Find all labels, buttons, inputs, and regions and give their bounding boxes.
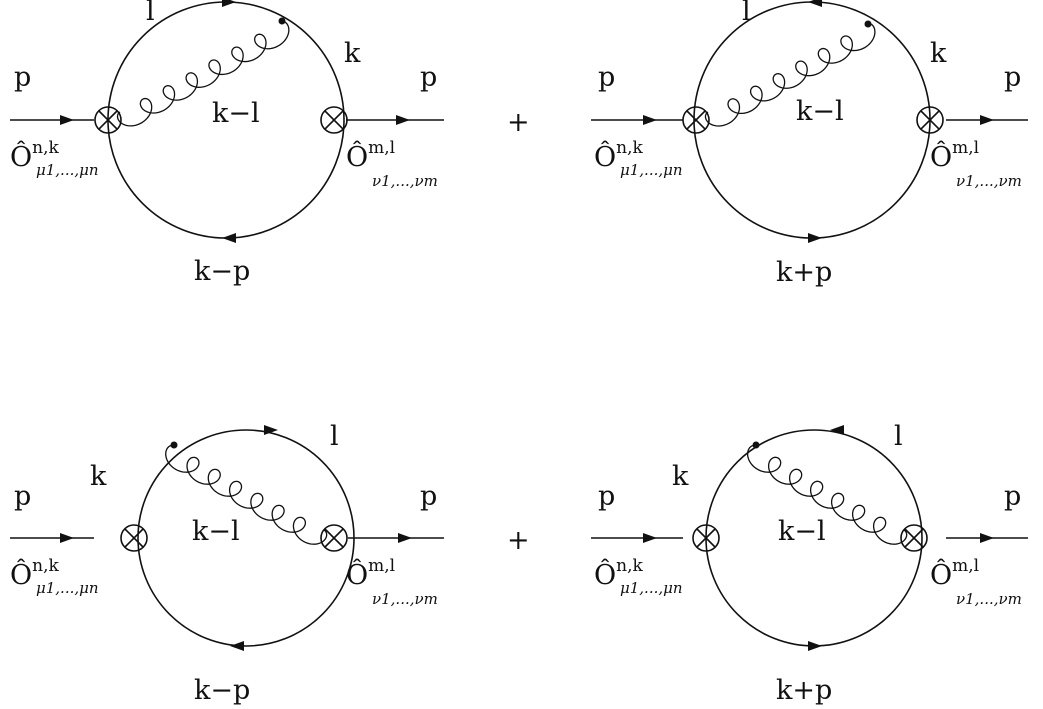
plus-sign-top: + bbox=[507, 107, 530, 138]
top-arrow bbox=[264, 425, 278, 435]
side-momentum-label: k bbox=[90, 461, 107, 492]
external-momentum-in: p bbox=[14, 481, 31, 512]
side-momentum-label: k bbox=[930, 38, 947, 69]
outgoing-arrow bbox=[980, 533, 994, 543]
operator-left-indices: μ1,...,μn bbox=[36, 161, 99, 179]
external-momentum-out: p bbox=[420, 481, 437, 512]
side-momentum-label: k bbox=[344, 38, 361, 69]
top-momentum-label: l bbox=[894, 421, 903, 452]
quark-gluon-vertex bbox=[864, 20, 872, 28]
operator-vertex-right bbox=[320, 106, 348, 134]
bottom-arrow bbox=[230, 641, 244, 651]
quark-gluon-vertex bbox=[170, 441, 178, 449]
incoming-arrow bbox=[643, 115, 657, 125]
bottom-arrow bbox=[808, 641, 822, 651]
diagram-4: p p l k k−l k+p Ôn,k μ1,...,μn Ôm,l ν1,.… bbox=[591, 421, 1028, 706]
outgoing-arrow bbox=[980, 115, 994, 125]
operator-vertex-right bbox=[900, 524, 928, 552]
side-momentum-label: k bbox=[672, 461, 689, 492]
diagram-1: p p l k k−l k−p Ôn,k μ1,...,μn Ôm,l ν1,.… bbox=[10, 0, 444, 287]
gluon-momentum-label: k−l bbox=[212, 98, 260, 129]
operator-left-indices: μ1,...,μn bbox=[36, 579, 99, 597]
bottom-arrow bbox=[222, 233, 236, 243]
incoming-arrow bbox=[60, 533, 74, 543]
diagram-3: p p l k k−l k−p Ôn,k μ1,...,μn Ôm,l ν1,.… bbox=[10, 421, 444, 706]
operator-vertex-left bbox=[120, 524, 148, 552]
external-momentum-in: p bbox=[598, 481, 615, 512]
external-momentum-in: p bbox=[598, 62, 615, 93]
top-arrow bbox=[808, 0, 822, 7]
operator-vertex-left bbox=[682, 106, 710, 134]
quark-gluon-vertex bbox=[278, 17, 286, 25]
operator-right-indices: ν1,...,νm bbox=[372, 590, 438, 608]
top-momentum-label: l bbox=[742, 0, 751, 27]
operator-label-right: Ôm,l bbox=[930, 138, 979, 173]
top-arrow bbox=[830, 425, 844, 435]
external-momentum-out: p bbox=[420, 62, 437, 93]
bottom-momentum-label: k−p bbox=[194, 256, 250, 287]
operator-label-left: Ôn,k bbox=[10, 556, 59, 591]
operator-vertex-right bbox=[916, 106, 944, 134]
diagram-2: p p l k k−l k+p Ôn,k μ1,...,μn Ôm,l ν1,.… bbox=[591, 0, 1028, 288]
top-momentum-label: l bbox=[146, 0, 155, 27]
operator-vertex-left bbox=[94, 106, 122, 134]
operator-label-right: Ôm,l bbox=[346, 138, 395, 173]
gluon-line bbox=[165, 444, 328, 545]
operator-left-indices: μ1,...,μn bbox=[620, 161, 683, 179]
external-momentum-out: p bbox=[1004, 481, 1021, 512]
bottom-momentum-label: k+p bbox=[776, 675, 832, 706]
bottom-momentum-label: k+p bbox=[776, 257, 832, 288]
gluon-momentum-label: k−l bbox=[192, 516, 240, 547]
operator-label-left: Ôn,k bbox=[594, 138, 643, 173]
operator-right-indices: ν1,...,νm bbox=[372, 172, 438, 190]
gluon-momentum-label: k−l bbox=[778, 516, 826, 547]
operator-vertex-left bbox=[692, 524, 720, 552]
operator-label-left: Ôn,k bbox=[594, 556, 643, 591]
incoming-arrow bbox=[643, 533, 657, 543]
external-momentum-out: p bbox=[1004, 62, 1021, 93]
gluon-line bbox=[116, 20, 290, 127]
gluon-line bbox=[746, 444, 908, 545]
external-momentum-in: p bbox=[14, 62, 31, 93]
outgoing-arrow bbox=[396, 115, 410, 125]
operator-right-indices: ν1,...,νm bbox=[956, 172, 1022, 190]
gluon-momentum-label: k−l bbox=[796, 96, 844, 127]
bottom-momentum-label: k−p bbox=[194, 675, 250, 706]
plus-sign-bottom: + bbox=[507, 525, 530, 556]
outgoing-arrow bbox=[398, 533, 412, 543]
operator-left-indices: μ1,...,μn bbox=[620, 579, 683, 597]
operator-vertex-right bbox=[320, 524, 348, 552]
operator-label-right: Ôm,l bbox=[930, 556, 979, 591]
incoming-arrow bbox=[60, 115, 74, 125]
operator-label-right: Ôm,l bbox=[346, 556, 395, 591]
operator-right-indices: ν1,...,νm bbox=[956, 590, 1022, 608]
top-arrow bbox=[222, 0, 236, 7]
gluon-line bbox=[704, 22, 876, 127]
quark-gluon-vertex bbox=[752, 441, 760, 449]
bottom-arrow bbox=[808, 233, 822, 243]
operator-label-left: Ôn,k bbox=[10, 138, 59, 173]
top-momentum-label: l bbox=[330, 421, 339, 452]
